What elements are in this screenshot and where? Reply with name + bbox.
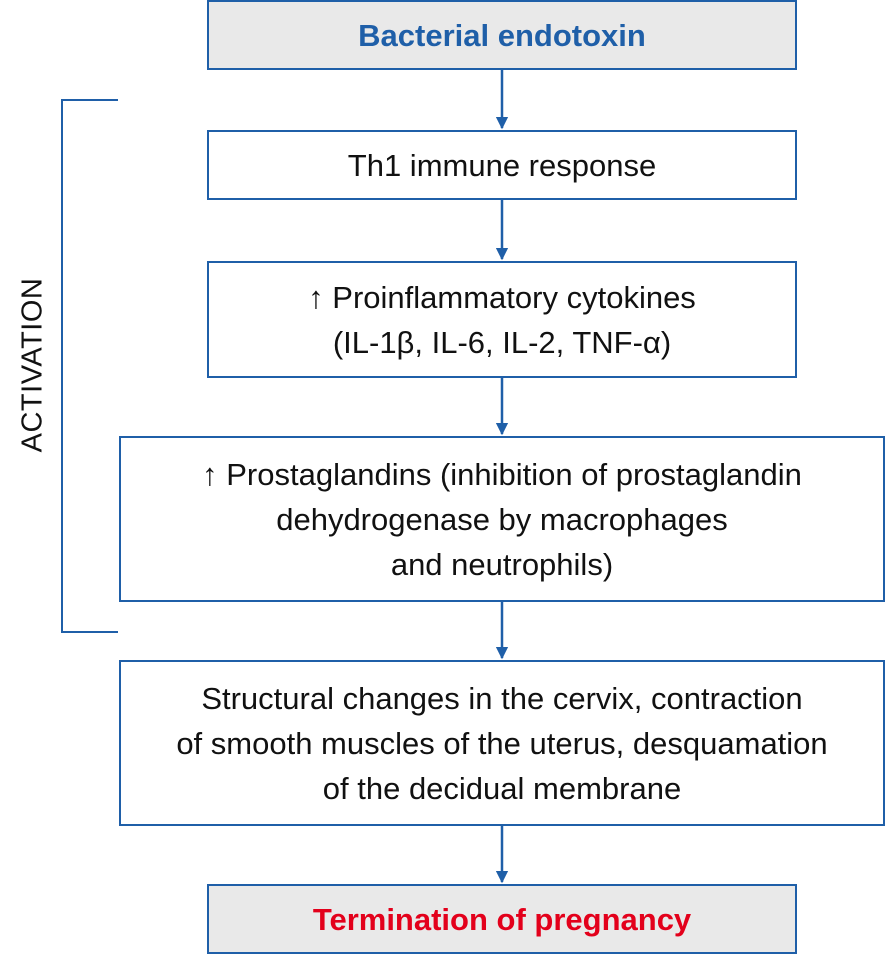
step-5-line-2: of smooth muscles of the uterus, desquam… xyxy=(176,725,828,761)
step-3-line-1: ↑ Proinflammatory cytokines xyxy=(308,279,696,315)
step-5-line-3: of the decidual membrane xyxy=(322,770,682,806)
step-4-line-3: and neutrophils) xyxy=(390,546,614,582)
step-bacterial-endotoxin: Bacterial endotoxin xyxy=(207,0,797,70)
step-3-text: ↑ Proinflammatory cytokines (IL-1β, IL-6… xyxy=(308,275,696,365)
step-th1-immune-response: Th1 immune response xyxy=(207,130,797,200)
step-4-line-2: dehydrogenase by macrophages xyxy=(276,501,728,537)
step-5-line-1: Structural changes in the cervix, contra… xyxy=(201,680,803,716)
step-4-text: ↑ Prostaglandins (inhibition of prostagl… xyxy=(202,452,802,587)
step-prostaglandins: ↑ Prostaglandins (inhibition of prostagl… xyxy=(119,436,885,602)
step-proinflammatory-cytokines: ↑ Proinflammatory cytokines (IL-1β, IL-6… xyxy=(207,261,797,378)
step-1-text: Bacterial endotoxin xyxy=(358,17,646,53)
step-structural-changes: Structural changes in the cervix, contra… xyxy=(119,660,885,826)
step-2-text: Th1 immune response xyxy=(347,147,657,183)
step-4-line-1: ↑ Prostaglandins (inhibition of prostagl… xyxy=(202,456,802,492)
activation-bracket xyxy=(61,99,118,633)
step-6-text: Termination of pregnancy xyxy=(312,901,692,937)
step-5-text: Structural changes in the cervix, contra… xyxy=(176,676,827,811)
step-termination-of-pregnancy: Termination of pregnancy xyxy=(207,884,797,954)
activation-label: ACTIVATION xyxy=(16,277,49,453)
step-3-line-2: (IL-1β, IL-6, IL-2, TNF-α) xyxy=(332,324,672,360)
